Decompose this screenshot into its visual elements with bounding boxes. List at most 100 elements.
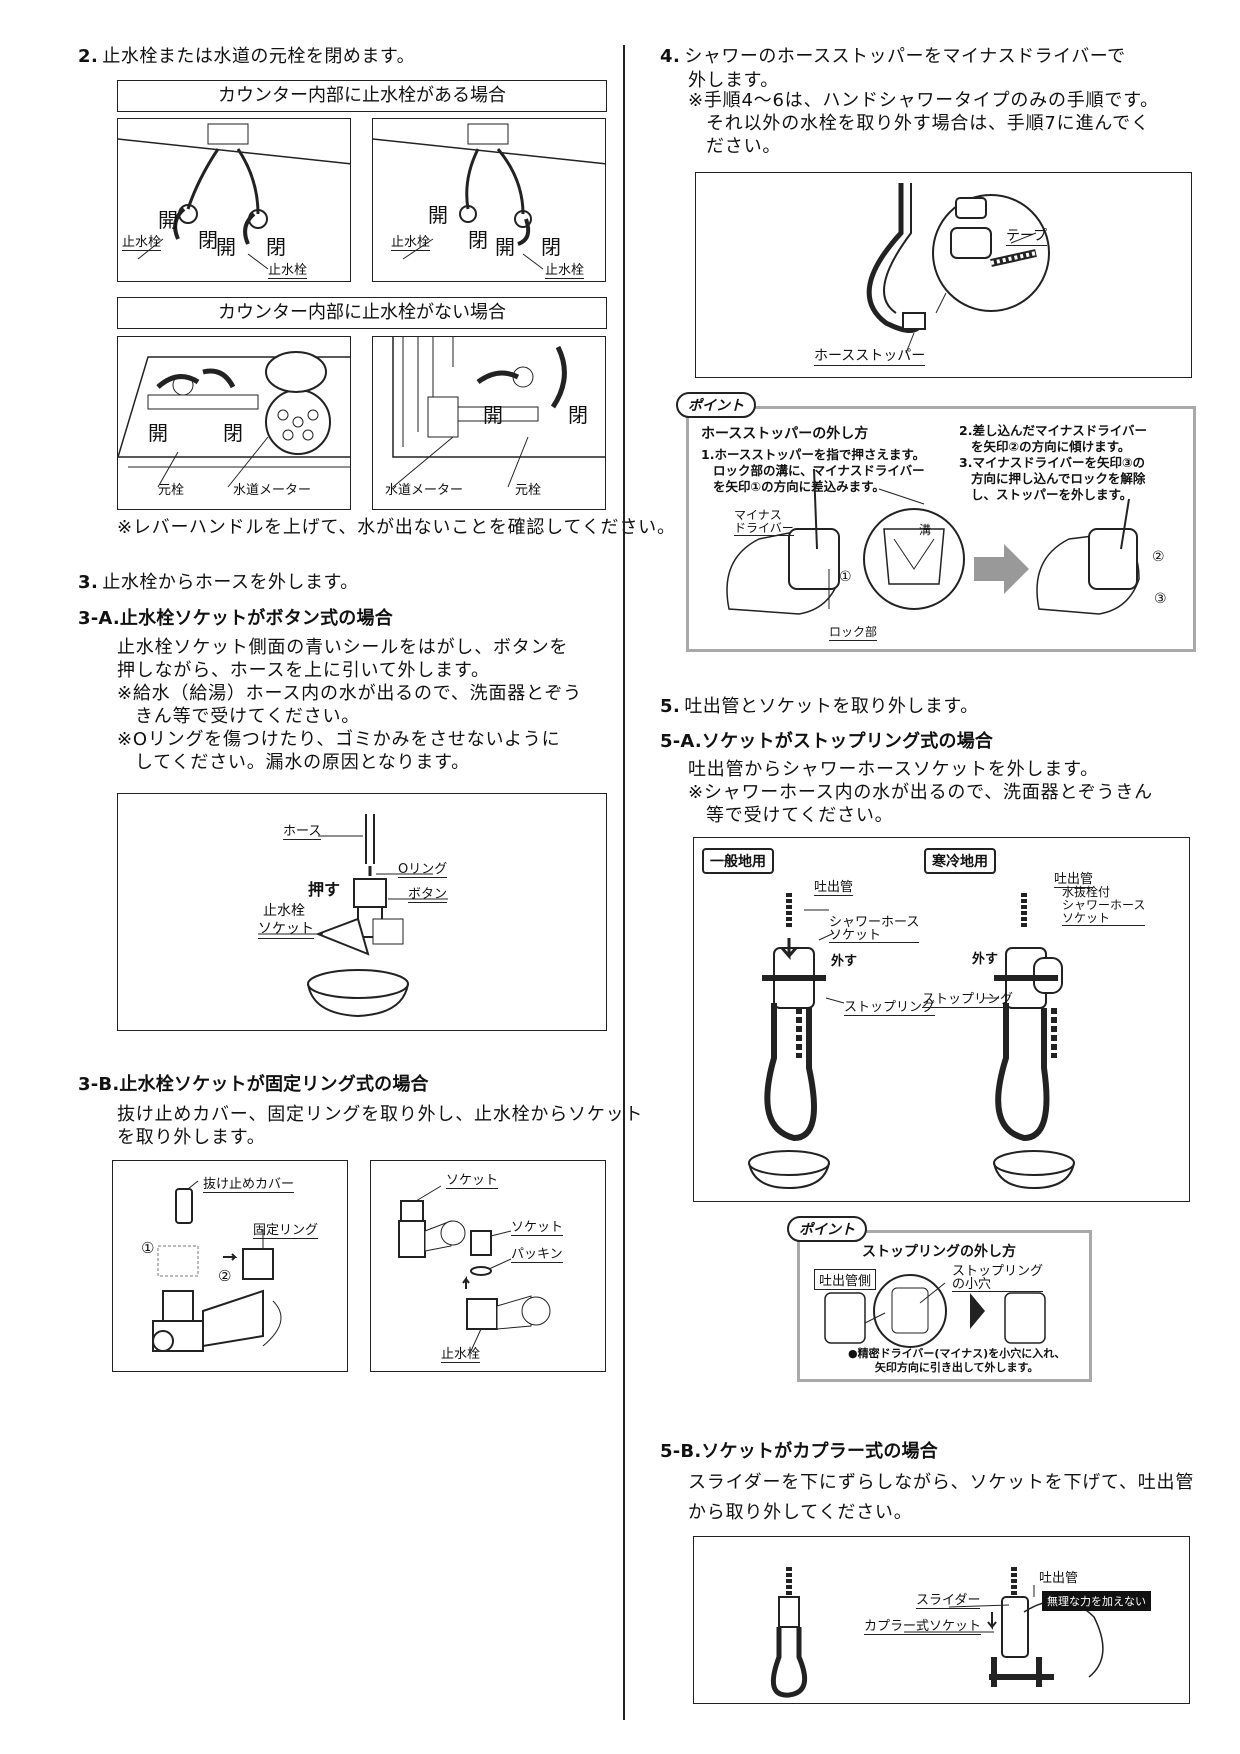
point-instruction-stopring: ●精密ドライバー(マイナス)を小穴に入れ、 矢印方向に引き出して外します。 (848, 1347, 1066, 1374)
label-arrow-2: ② (1152, 549, 1165, 565)
point-tag-1: ポイント (676, 392, 756, 418)
figure-main-valve-b: 開 閉 水道メーター 元栓 (372, 336, 606, 510)
button-socket-illustration (258, 814, 448, 1018)
label-main-valve: 元栓 (158, 483, 185, 498)
label-socket-top: ソケット (446, 1169, 499, 1189)
label-spout-side: 吐出管側 (814, 1269, 877, 1290)
label-open-4: 開 (495, 235, 515, 259)
section-5b-paragraph: スライダーを下にずらしながら、ソケットを下げて、吐出管 から取り外してください。 (688, 1472, 1195, 1523)
section-5b-title: 5-B.ソケットがカプラー式の場合 (660, 1441, 938, 1462)
stopcock-illustration-b (373, 123, 605, 270)
figure-button-socket: ホース Oリング 押す ボタン 止水栓 ソケット (117, 793, 607, 1031)
section-3b-paragraph: 抜け止めカバー、固定リングを取り外し、止水栓からソケット を取り外します。 (117, 1104, 644, 1148)
stopring-removal-illustration (824, 1274, 1046, 1348)
label-stopcock-4: 止水栓 (545, 259, 585, 279)
label-hose-stopper: ホースストッパー (814, 345, 926, 366)
section-3a-paragraph: 止水栓ソケット側面の青いシールをはがし、ボタンを 押しながら、ホースを上に引いて… (117, 637, 582, 773)
label-socket-line2: ソケット (258, 918, 314, 939)
label-tape: テープ (1006, 225, 1048, 246)
badge-cold-region: 寒冷地用 (924, 848, 996, 874)
label-stopcock: 止水栓 (122, 231, 162, 251)
badge-general-region: 一般地用 (702, 848, 774, 874)
fixing-ring-illustration (152, 1180, 282, 1352)
label-open-6: 開 (483, 403, 503, 427)
figure-coupler: 吐出管 スライダー 無理な力を加えない カプラー式ソケット (693, 1536, 1190, 1704)
label-drain-socket: 水抜栓付 シャワーホース ソケット (1062, 885, 1146, 926)
hose-stopper-steps-illustration (726, 468, 1140, 615)
figure-fixing-ring: 抜け止めカバー 固定リング ① ② (112, 1160, 348, 1372)
label-stopring-hole: ストップリング の小穴 (952, 1264, 1044, 1292)
section-5a-paragraph: 吐出管からシャワーホースソケットを外します。 ※シャワーホース内の水が出るので、… (688, 759, 1153, 826)
figure-stopcock-a: 開 閉 開 閉 止水栓 止水栓 (117, 118, 351, 282)
label-slider: スライダー (916, 1589, 981, 1609)
step-2-heading: 2.止水栓または水道の元栓を閉めます。 (78, 46, 416, 67)
label-stopcock-3: 止水栓 (391, 231, 431, 251)
figure-main-valve-a: 開 閉 元栓 水道メーター (117, 336, 351, 510)
socket-packing-illustration (398, 1185, 551, 1352)
label-arrow-3: ③ (1154, 591, 1167, 607)
hose-stopper-illustration (866, 183, 1050, 354)
label-close-4: 閉 (541, 235, 561, 259)
label-remove-cold: 外す (972, 952, 999, 967)
label-socket-side: ソケット (511, 1216, 564, 1236)
label-open: 開 (158, 208, 178, 232)
label-close-5: 閉 (223, 421, 243, 445)
stopcock-illustration-a (118, 123, 350, 270)
coupler-illustration (770, 1567, 1104, 1698)
header-box-with-stopcock: カウンター内部に止水栓がある場合 (117, 80, 607, 112)
point-step-1: 1.ホースストッパーを指で押さえます。 ロック部の溝に、マイナスドライバー を矢… (701, 447, 926, 494)
label-close-6: 閉 (568, 403, 588, 427)
label-stopcock-5: 止水栓 (441, 1343, 481, 1363)
label-stopring-cold: ストップリング (922, 988, 1014, 1008)
point-title-hose-stopper: ホースストッパーの外し方 (701, 426, 869, 442)
label-open-5: 開 (148, 421, 168, 445)
note-lever: ※レバーハンドルを上げて、水が出ないことを確認してください。 (117, 517, 676, 538)
label-cover: 抜け止めカバー (203, 1173, 295, 1193)
step-4-note: ※手順4〜6は、ハンドシャワータイプのみの手順です。 それ以外の水栓を取り外す場… (688, 90, 1159, 157)
label-spout-general: 吐出管 (814, 876, 854, 896)
point-tag-2: ポイント (787, 1216, 867, 1242)
label-packing: パッキン (511, 1243, 563, 1263)
figure-socket-packing: ソケット ソケット パッキン 止水栓 (370, 1160, 606, 1372)
point-step-2-3: 2.差し込んだマイナスドライバー を矢印②の方向に傾けます。 3.マイナスドライ… (959, 423, 1147, 502)
label-water-meter: 水道メーター (233, 483, 312, 498)
label-push: 押す (308, 880, 341, 899)
label-step-1: ① (141, 1239, 155, 1257)
label-arrow-1: ① (839, 569, 852, 585)
point-title-stopring: ストップリングの外し方 (862, 1244, 1016, 1260)
label-step-2: ② (218, 1267, 232, 1285)
label-open-2: 開 (216, 235, 236, 259)
header-box-without-stopcock: カウンター内部に止水栓がない場合 (117, 297, 607, 329)
label-fixing-ring: 固定リング (253, 1219, 319, 1239)
label-coupler-socket: カプラー式ソケット (864, 1615, 982, 1635)
label-socket-line1: 止水栓 (263, 903, 305, 919)
label-lock-part: ロック部 (829, 625, 878, 641)
figure-stopring: 一般地用 寒冷地用 吐出管 シャワーホース ソケット 外す ストップリング 吐出… (693, 837, 1190, 1202)
label-close: 閉 (198, 228, 218, 252)
badge-no-force: 無理な力を加えない (1042, 1591, 1151, 1611)
figure-stopcock-b: 開 閉 開 閉 止水栓 止水栓 (372, 118, 606, 282)
label-stopring-general: ストップリング (844, 996, 936, 1016)
label-oring: Oリング (398, 858, 448, 878)
label-water-meter-2: 水道メーター (385, 483, 464, 498)
step-5-heading: 5.吐出管とソケットを取り外します。 (660, 696, 979, 717)
step-3-heading: 3.止水栓からホースを外します。 (78, 572, 359, 593)
main-valve-illustration-a (118, 351, 350, 488)
label-close-3: 閉 (468, 228, 488, 252)
label-hose: ホース (283, 820, 322, 840)
label-remove: 外す (831, 954, 858, 969)
label-groove: 溝 (919, 523, 932, 537)
main-valve-illustration-b (392, 337, 605, 488)
section-5a-title: 5-A.ソケットがストップリング式の場合 (660, 731, 994, 752)
label-spout-cold: 吐出管 (1054, 868, 1094, 888)
label-button: ボタン (408, 883, 448, 903)
label-spout-coupler: 吐出管 (1039, 1571, 1079, 1586)
label-stopcock-2: 止水栓 (268, 259, 308, 279)
stopring-illustration (748, 893, 1075, 1190)
label-shower-socket: シャワーホース ソケット (829, 915, 920, 943)
column-divider (623, 45, 625, 1720)
section-3b-title: 3-B.止水栓ソケットが固定リング式の場合 (78, 1074, 429, 1095)
point-box-stopring: ストップリングの外し方 吐出管側 ストップリング の小穴 ●精密ドライバー(マイ… (797, 1230, 1092, 1382)
label-minus-driver: マイナス ドライバー (734, 508, 794, 536)
label-close-2: 閉 (266, 235, 286, 259)
